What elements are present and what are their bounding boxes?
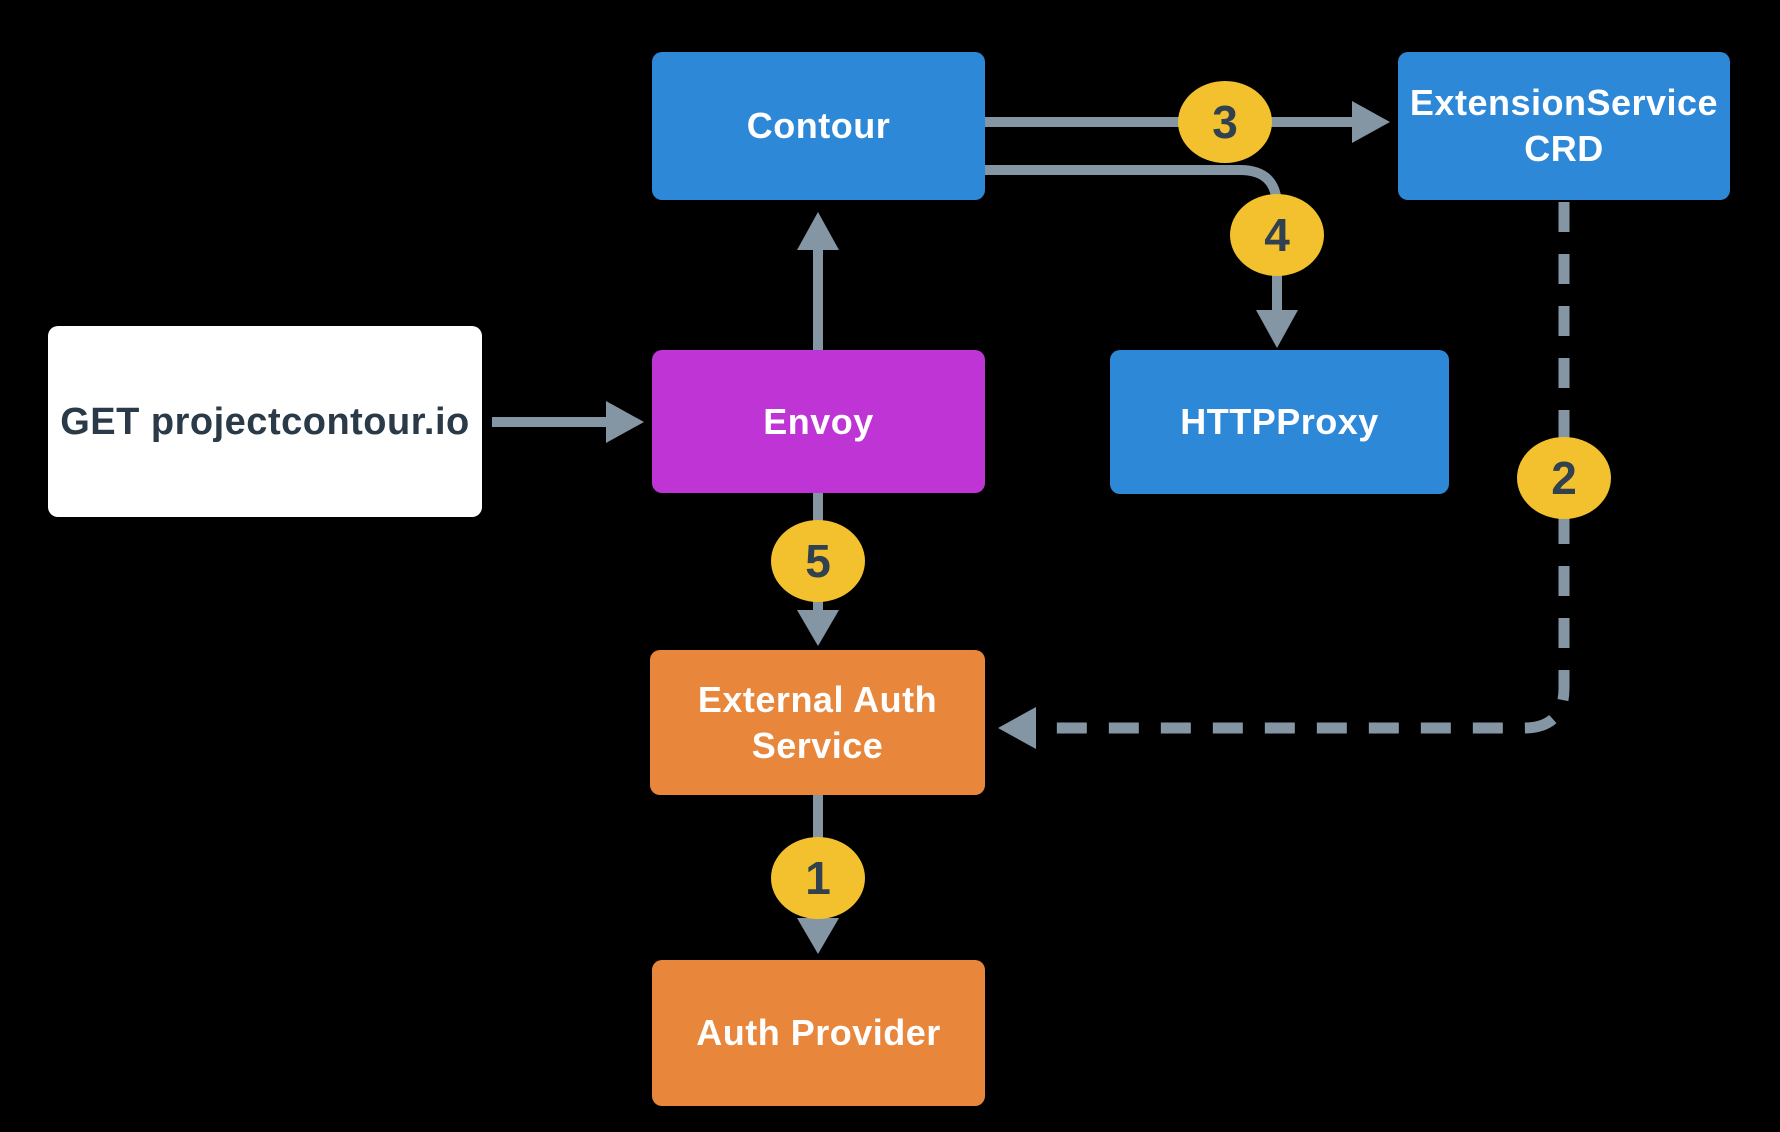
arrowhead-request-to-envoy bbox=[606, 401, 644, 443]
node-httpproxy-label: HTTPProxy bbox=[1180, 401, 1379, 442]
step-badge-5: 5 bbox=[771, 520, 865, 602]
step-badge-1-label: 1 bbox=[805, 852, 831, 904]
step-badge-4: 4 bbox=[1230, 194, 1324, 276]
edge-extensionservice-to-external-auth-dashed bbox=[1036, 202, 1570, 734]
node-contour: Contour bbox=[652, 52, 985, 200]
node-request-label: GET projectcontour.io bbox=[60, 400, 470, 443]
node-contour-label: Contour bbox=[746, 105, 891, 146]
step-badge-1: 1 bbox=[771, 837, 865, 919]
step-badge-3-label: 3 bbox=[1212, 96, 1238, 148]
arrowhead-contour-to-httpproxy bbox=[1256, 310, 1298, 348]
step-badge-2-label: 2 bbox=[1551, 452, 1577, 504]
node-httpproxy: HTTPProxy bbox=[1110, 350, 1449, 494]
step-badge-5-label: 5 bbox=[805, 535, 831, 587]
node-external-auth-service-label-line2: Service bbox=[751, 724, 884, 766]
node-extension-service-crd-label-line1: ExtensionService bbox=[1409, 82, 1719, 123]
node-extension-service-crd: ExtensionService CRD bbox=[1398, 52, 1730, 200]
step-badge-3: 3 bbox=[1178, 81, 1272, 163]
node-extension-service-crd-label-line2: CRD bbox=[1524, 128, 1604, 169]
arrowhead-extensionservice-to-external-auth bbox=[998, 707, 1036, 749]
node-external-auth-service-label-line1: External Auth bbox=[697, 678, 938, 720]
node-auth-provider: Auth Provider bbox=[652, 960, 985, 1106]
node-external-auth-service: External Auth Service bbox=[650, 650, 985, 795]
arrowhead-external-auth-to-auth-provider bbox=[797, 918, 839, 954]
step-badge-4-label: 4 bbox=[1264, 209, 1290, 261]
node-auth-provider-label: Auth Provider bbox=[696, 1012, 941, 1053]
arrowhead-contour-to-extensionservice bbox=[1352, 101, 1390, 143]
node-envoy: Envoy bbox=[652, 350, 985, 493]
arrowhead-envoy-to-contour bbox=[797, 212, 839, 250]
arrowhead-envoy-to-external-auth bbox=[797, 610, 839, 646]
node-envoy-label: Envoy bbox=[763, 400, 874, 442]
step-badge-2: 2 bbox=[1517, 437, 1611, 519]
node-request: GET projectcontour.io bbox=[48, 326, 482, 517]
